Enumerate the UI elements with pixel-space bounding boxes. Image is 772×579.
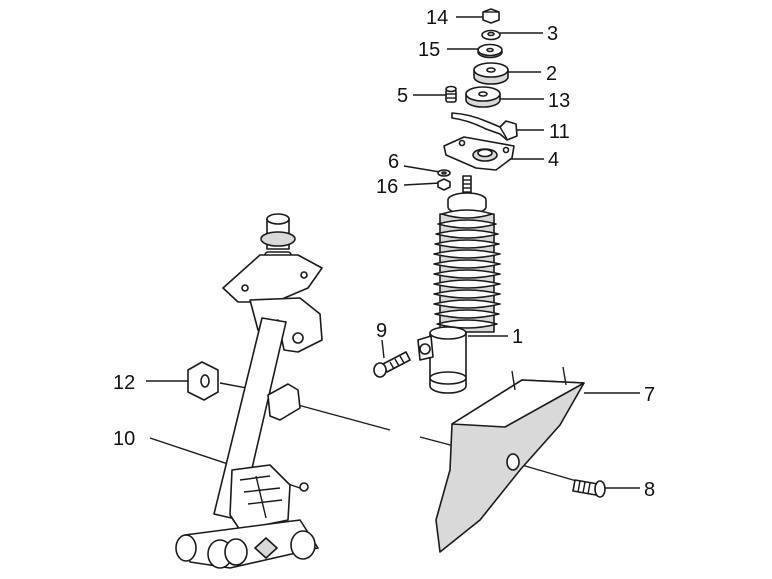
- part-11-bracket: [451, 112, 518, 141]
- part-9-bolt: [373, 351, 411, 378]
- callout-13: 13: [548, 90, 570, 112]
- part-4-top-mount-plate: [443, 136, 515, 171]
- part-12-nut: [187, 361, 219, 401]
- callout-1: 1: [512, 326, 523, 348]
- part-14-nut: [482, 8, 500, 24]
- part-1-shock-absorber: [417, 175, 501, 394]
- callout-3: 3: [547, 23, 558, 45]
- mounting-stack: [437, 8, 518, 191]
- leader-line-6: [403, 165, 441, 173]
- part-2-rubber-bush: [473, 62, 509, 85]
- part-10-fork-arm: [175, 213, 323, 569]
- leader-line-9: [381, 339, 385, 359]
- part-13-rubber-bush: [465, 86, 501, 108]
- part-15-washer: [477, 43, 503, 59]
- lower-cast-detail: [239, 475, 283, 519]
- callout-14: 14: [426, 7, 448, 29]
- callout-12: 12: [113, 372, 135, 394]
- callout-15: 15: [418, 39, 440, 61]
- part-6-washer: [437, 169, 451, 177]
- part-7-mudguard: [435, 366, 585, 553]
- callout-7: 7: [644, 384, 655, 406]
- leader-lines: [146, 16, 640, 489]
- assembly-axis-line: [297, 404, 391, 431]
- callout-8: 8: [644, 479, 655, 501]
- callout-labels: 14 3 15 2 5 13 11 6 4 16 9 1 12 7 10 8: [113, 7, 655, 501]
- part-3-washer: [481, 29, 501, 41]
- callout-16: 16: [376, 176, 398, 198]
- callout-11: 11: [549, 121, 570, 143]
- callout-9: 9: [376, 320, 387, 342]
- leader-line-8b: [514, 462, 581, 483]
- leader-line-16: [403, 182, 441, 186]
- callout-2: 2: [546, 63, 557, 85]
- callout-6: 6: [388, 151, 399, 173]
- part-8-screw: [572, 479, 606, 498]
- callout-5: 5: [397, 85, 408, 107]
- part-5-screw: [445, 85, 457, 103]
- callout-4: 4: [548, 149, 559, 171]
- callout-10: 10: [113, 428, 135, 450]
- part-16-nut: [437, 178, 451, 191]
